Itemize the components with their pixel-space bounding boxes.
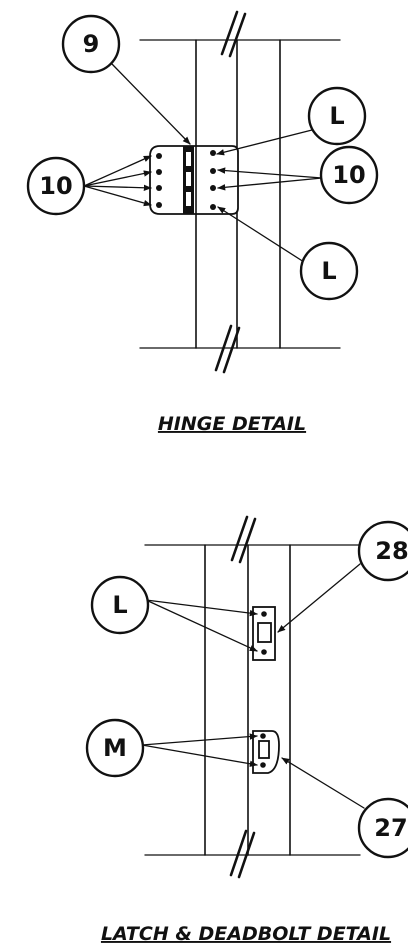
latch-detail-title: LATCH & DEADBOLT DETAIL bbox=[101, 923, 391, 945]
callout-top-right: L bbox=[307, 86, 367, 146]
callout-top-right-label: L bbox=[329, 102, 344, 130]
hinge-leaf bbox=[149, 145, 239, 215]
callout-latch-screws: M bbox=[85, 718, 145, 778]
callout-hinge: 9 bbox=[61, 14, 121, 74]
callout-screws-left-label: 10 bbox=[39, 172, 72, 200]
callout-deadbolt-screws: L bbox=[90, 575, 150, 635]
hinge-detail: 9 10 L 10 L HINGE DETAIL bbox=[26, 10, 379, 435]
latch-break-mark-bottom bbox=[229, 829, 256, 879]
callout-deadbolt-screws-label: L bbox=[112, 591, 127, 619]
latch-leaders bbox=[141, 563, 365, 809]
callout-hinge-label: 9 bbox=[83, 30, 100, 58]
hinge-break-mark-top bbox=[220, 10, 247, 58]
hinge-detail-title: HINGE DETAIL bbox=[158, 413, 306, 435]
hinge-break-mark-bottom bbox=[214, 324, 241, 374]
callout-latch-plate-label: 27 bbox=[374, 814, 407, 842]
hinge-leaders bbox=[83, 63, 323, 263]
latch-deadbolt-detail: L 28 M 27 LATCH & DEADBOLT DETAIL bbox=[85, 515, 408, 945]
latch-strike-plate bbox=[252, 730, 280, 774]
callout-screws-left: 10 bbox=[26, 156, 86, 216]
callout-deadbolt-plate-label: 28 bbox=[375, 537, 408, 565]
deadbolt-strike-plate bbox=[252, 606, 276, 661]
latch-break-mark-top bbox=[230, 515, 257, 564]
callout-latch-plate: 27 bbox=[357, 797, 408, 859]
callout-screws-right: 10 bbox=[319, 145, 379, 205]
callout-deadbolt-plate: 28 bbox=[357, 520, 408, 582]
callout-screws-right-label: 10 bbox=[332, 161, 365, 189]
callout-bottom-right-label: L bbox=[321, 257, 336, 285]
callout-latch-screws-label: M bbox=[103, 734, 127, 762]
callout-bottom-right: L bbox=[299, 241, 359, 301]
